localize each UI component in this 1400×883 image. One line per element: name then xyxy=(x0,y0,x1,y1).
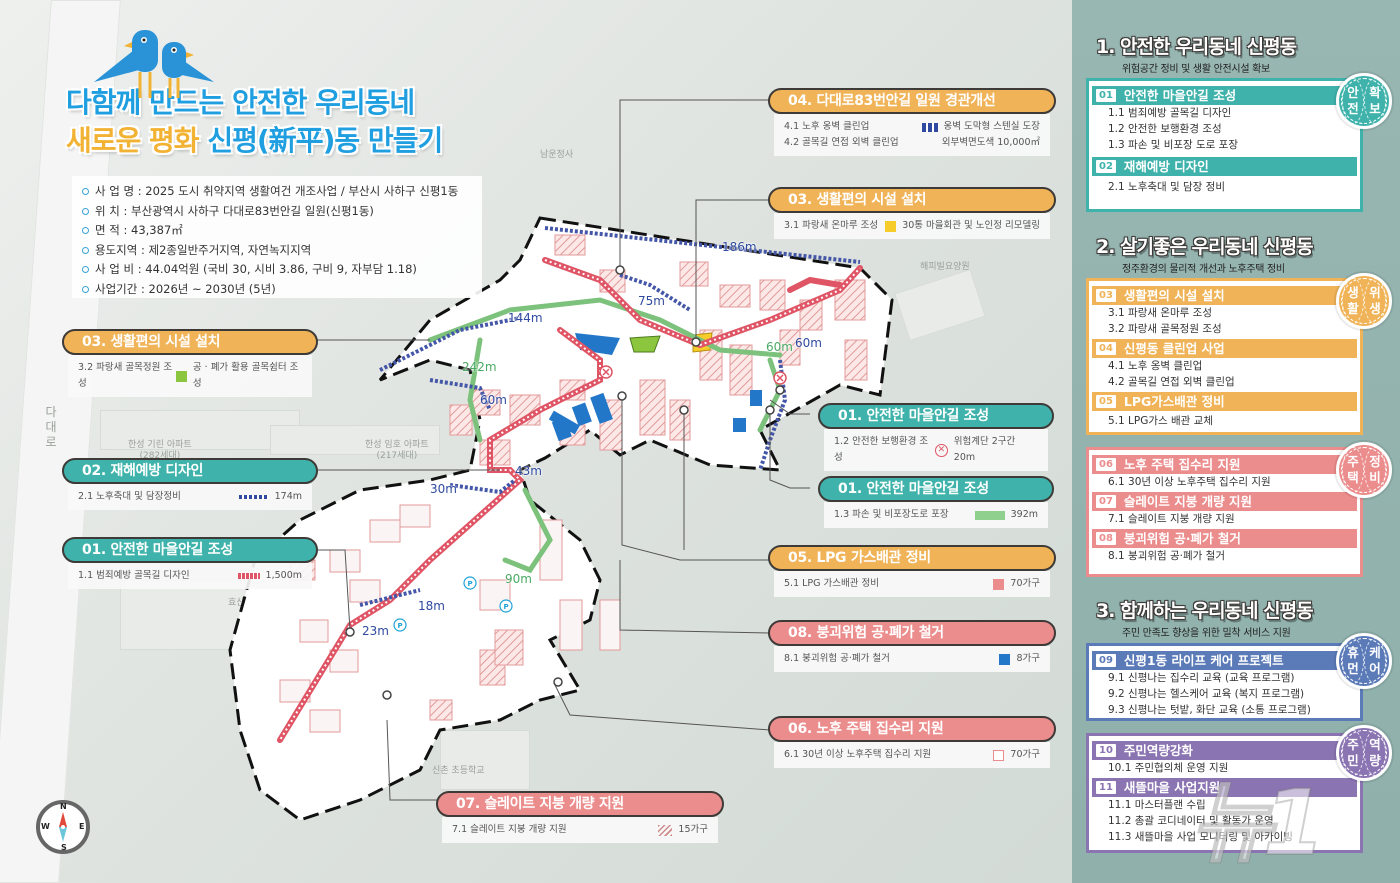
pink-legend-swatch xyxy=(993,578,1005,590)
project-info-box: 사 업 명 : 2025 도시 취약지역 생활여건 개조사업 / 부산시 사하구… xyxy=(72,176,482,298)
distance-label-60m-green: 60m xyxy=(766,340,793,354)
green-path-legend-swatch xyxy=(974,510,1005,520)
title-line-2-highlight: 새로운 평화 xyxy=(65,123,200,158)
distance-label-60m-left: 60m xyxy=(480,393,507,407)
callout-01-pedestrian: 01. 안전한 마을안길 조성 1.2 안전한 보행환경 조성✕위험계단 2구간… xyxy=(818,403,1054,471)
green-legend-swatch xyxy=(176,370,187,382)
outline-legend-swatch xyxy=(993,749,1005,761)
distance-label-242m: 242m xyxy=(462,360,497,374)
info-row-name: 사 업 명 : 2025 도시 취약지역 생활여건 개조사업 / 부산시 사하구… xyxy=(82,182,472,202)
place-label-namun: 남운정사 xyxy=(540,150,574,160)
bluebird-mascot-icon xyxy=(94,30,214,98)
place-label-apt-town: 타운 아파트 xyxy=(485,287,530,297)
distance-label-60m-right: 60m xyxy=(795,336,822,350)
place-label-hansung-girin: 한성 기린 아파트 (282세대) xyxy=(128,440,192,461)
place-label-hyosan: 효산 센터빌 xyxy=(228,598,273,608)
distance-label-186m: 186m xyxy=(722,240,757,254)
section-2-subtitle: 정주환경의 물리적 개선과 노후주택 정비 xyxy=(1122,264,1285,275)
svg-text:P: P xyxy=(468,580,473,588)
compass-icon: N S E W xyxy=(36,800,90,854)
section-1-title: 1. 안전한 우리동네 신평동 xyxy=(1096,36,1297,58)
svg-text:P: P xyxy=(504,603,509,611)
distance-label-90m: 90m xyxy=(505,572,532,586)
title-line-1: 다함께 만드는 안전한 우리동네 xyxy=(65,85,416,120)
info-row-area: 면 적 : 43,387㎡ xyxy=(82,221,472,241)
info-row-zoning: 용도지역 : 제2종일반주거지역, 자연녹지지역 xyxy=(82,241,472,261)
section-3-title: 3. 함께하는 우리동네 신평동 xyxy=(1096,600,1314,622)
info-row-budget: 사 업 비 : 44.04억원 (국비 30, 시비 3.86, 구비 9, 자… xyxy=(82,260,472,280)
section-3-subtitle: 주민 만족도 향상을 위한 밀착 서비스 지원 xyxy=(1122,628,1291,639)
hatch-legend-swatch xyxy=(658,824,673,836)
distance-label-43m: 43m xyxy=(515,464,542,478)
hazard-x-icon: ✕ xyxy=(935,443,948,457)
svg-text:P: P xyxy=(398,622,403,630)
info-row-period: 사업기간 : 2026년 ~ 2030년 (5년) xyxy=(82,280,472,300)
distance-label-144m: 144m xyxy=(508,311,543,325)
bg-building xyxy=(120,580,270,650)
distance-label-75m: 75m xyxy=(638,294,665,308)
distance-label-23m: 23m xyxy=(362,624,389,638)
poster-title: 다함께 만드는 안전한 우리동네 새로운 평화 신평(新平)동 만들기 xyxy=(65,30,444,160)
news1-watermark-logo: 뉴1 xyxy=(1189,770,1326,877)
callout-title: 04. 다대로83번안길 일원 경관개선 xyxy=(768,88,1056,114)
bg-building xyxy=(440,730,530,790)
section-1-subtitle: 위험공간 정비 및 생활 안전시설 확보 xyxy=(1122,64,1270,75)
wall-legend-swatch xyxy=(238,495,269,499)
place-label-sinchon: 신촌 초등학교 xyxy=(432,766,485,776)
title-line-2-main: 신평(新平)동 만들기 xyxy=(207,123,444,158)
yellow-legend-swatch xyxy=(885,220,897,232)
stencil-legend-swatch xyxy=(921,122,938,132)
place-label-hansung-ilho: 한성 임호 아파트 (217세대) xyxy=(365,440,429,461)
place-label-dadaero: 다대로 xyxy=(45,405,57,449)
red-path-legend-swatch xyxy=(237,573,260,579)
bg-building xyxy=(894,268,986,342)
distance-label-30m: 30m xyxy=(430,482,457,496)
blue-legend-swatch xyxy=(999,653,1011,665)
info-row-location: 위 치 : 부산광역시 사하구 다대로83번안길 일원(신평1동) xyxy=(82,202,472,222)
place-label-happy: 해피빌요양원 xyxy=(920,262,970,272)
distance-label-18m: 18m xyxy=(418,599,445,613)
section-2-title: 2. 살기좋은 우리동네 신평동 xyxy=(1096,236,1314,258)
